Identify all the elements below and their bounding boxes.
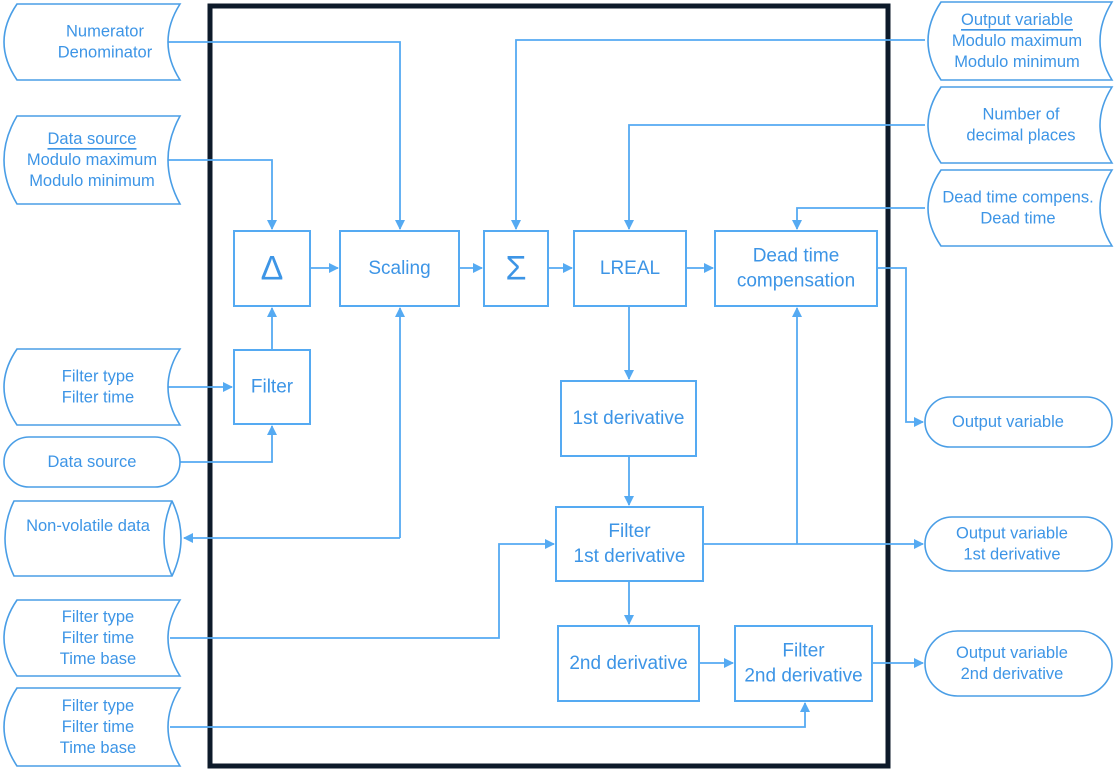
filter-2nd-derivative-block-label: Filter 2nd derivative <box>744 641 862 687</box>
delta-block-label: Δ <box>261 250 284 288</box>
filter-1st-derivative-block[interactable] <box>555 506 704 582</box>
1st-derivative-block-label: 1st derivative <box>573 408 685 429</box>
sum-block-line: Σ <box>505 250 526 288</box>
input-numerator-denominator-line: Numerator <box>66 23 144 41</box>
dead-time-compensation-block[interactable] <box>714 230 878 307</box>
input-non-volatile-data[interactable] <box>4 500 182 577</box>
function-block-frame <box>207 3 891 769</box>
input-data-source-line: Data source <box>48 453 137 471</box>
input-data-source-label: Data source <box>48 453 137 471</box>
input-decimal-places-line: Number of <box>982 106 1059 124</box>
input-filter-type-time-base-2-line: Filter time <box>62 718 134 736</box>
input-decimal-places-label: Number of decimal places <box>966 106 1075 145</box>
input-data-source-modulo-line: Modulo minimum <box>29 172 155 190</box>
input-dead-time-label: Dead time compens. Dead time <box>942 189 1093 228</box>
input-output-variable-modulo-line: Modulo maximum <box>952 32 1082 50</box>
input-filter-type-time-line: Filter type <box>62 368 134 386</box>
input-filter-type-time-base-2-line: Time base <box>60 739 136 757</box>
output-variable-1st-derivative-line: 1st derivative <box>963 546 1060 564</box>
output-variable-2nd-derivative[interactable] <box>924 630 1113 697</box>
input-output-variable-modulo-line: Modulo minimum <box>954 53 1080 71</box>
wire-decimals-to-lreal <box>624 124 925 230</box>
output-variable-1st-derivative[interactable] <box>924 516 1113 572</box>
2nd-derivative-block-line: 2nd derivative <box>569 653 687 674</box>
input-output-variable-modulo-line: Output variable <box>961 11 1073 29</box>
output-variable-1st-derivative-line: Output variable <box>956 525 1068 543</box>
scaling-block-label: Scaling <box>368 258 430 279</box>
input-decimal-places[interactable] <box>927 86 1114 164</box>
input-dead-time[interactable] <box>927 169 1114 247</box>
input-filter-type-time-line: Filter time <box>62 389 134 407</box>
input-numerator-denominator[interactable] <box>3 3 182 81</box>
output-variable-2nd-derivative-label: Output variable 2nd derivative <box>956 644 1068 683</box>
output-variable-1st-derivative-label: Output variable 1st derivative <box>956 525 1068 564</box>
wire-deadtime-to-output <box>877 267 924 427</box>
2nd-derivative-block-label: 2nd derivative <box>569 653 687 674</box>
wire-filtertype4-to-filter2 <box>170 702 810 728</box>
input-filter-type-time-base-1-line: Filter time <box>62 629 134 647</box>
wire-datasource2-to-filter <box>180 425 277 463</box>
cylinder-edge <box>163 500 173 577</box>
filter-block[interactable] <box>233 349 311 425</box>
input-decimal-places-line: decimal places <box>966 127 1075 145</box>
output-variable-line: Output variable <box>952 413 1064 431</box>
scaling-block-line: Scaling <box>368 258 430 279</box>
lreal-block-label: LREAL <box>600 258 660 279</box>
input-dead-time-line: Dead time <box>980 210 1055 228</box>
wire-filtertype3-to-filter1 <box>170 539 555 639</box>
output-variable-label: Output variable <box>952 413 1064 431</box>
input-numerator-denominator-line: Denominator <box>58 44 153 62</box>
wire-numerator-to-scaling <box>168 41 405 230</box>
filter-block-label: Filter <box>251 377 294 398</box>
sum-block[interactable] <box>483 230 549 307</box>
dead-time-compensation-block-line: Dead time <box>753 246 840 267</box>
input-data-source-modulo-line: Data source <box>48 130 137 148</box>
delta-block[interactable] <box>233 230 311 307</box>
input-filter-type-time-base-1[interactable] <box>3 599 182 677</box>
input-output-variable-modulo[interactable] <box>927 1 1114 81</box>
1st-derivative-block-line: 1st derivative <box>573 408 685 429</box>
1st-derivative-block[interactable] <box>560 380 697 457</box>
input-filter-type-time[interactable] <box>3 348 182 426</box>
output-variable-2nd-derivative-line: Output variable <box>956 644 1068 662</box>
filter-2nd-derivative-block-line: Filter <box>782 641 825 662</box>
input-non-volatile-data-line: Non-volatile data <box>26 517 151 535</box>
output-variable[interactable] <box>924 396 1113 448</box>
input-dead-time-line: Dead time compens. <box>942 189 1093 207</box>
2nd-derivative-block[interactable] <box>557 625 700 702</box>
filter-block-line: Filter <box>251 377 294 398</box>
lreal-block[interactable] <box>573 230 687 307</box>
lreal-block-line: LREAL <box>600 258 660 279</box>
delta-block-line: Δ <box>261 250 284 288</box>
input-data-source[interactable] <box>3 436 181 488</box>
dead-time-compensation-block-label: Dead time compensation <box>737 246 855 292</box>
input-filter-type-time-base-2[interactable] <box>3 687 182 767</box>
sum-block-label: Σ <box>505 250 526 288</box>
input-data-source-modulo-line: Modulo maximum <box>27 151 157 169</box>
filter-1st-derivative-block-line: Filter <box>608 521 651 542</box>
scaling-block[interactable] <box>339 230 460 307</box>
filter-1st-derivative-block-label: Filter 1st derivative <box>574 521 686 567</box>
input-filter-type-time-base-1-line: Filter type <box>62 608 134 626</box>
wire-outputvar-to-sum <box>511 39 925 230</box>
wire-deadtime-to-block <box>792 207 925 230</box>
filter-2nd-derivative-block-line: 2nd derivative <box>744 666 862 687</box>
dead-time-compensation-block-line: compensation <box>737 271 855 292</box>
wire-datasource-to-delta <box>168 159 277 230</box>
input-data-source-modulo[interactable] <box>3 115 182 205</box>
input-filter-type-time-base-2-line: Filter type <box>62 697 134 715</box>
output-variable-2nd-derivative-line: 2nd derivative <box>961 665 1064 683</box>
input-filter-type-time-base-1-line: Time base <box>60 650 136 668</box>
filter-1st-derivative-block-line: 1st derivative <box>574 546 686 567</box>
filter-2nd-derivative-block[interactable] <box>734 625 873 702</box>
